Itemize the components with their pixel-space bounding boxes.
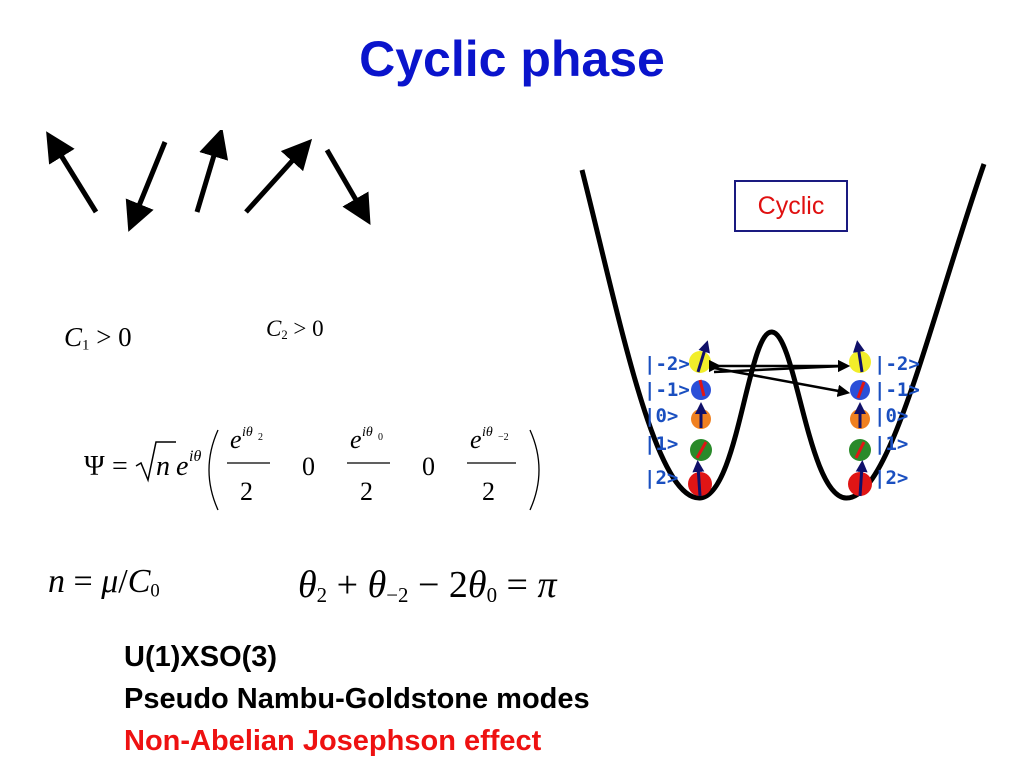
right-label-m1: |-1> <box>874 379 920 401</box>
left-spin-2 <box>692 460 705 497</box>
spin-arrow-2 <box>125 141 168 232</box>
left-label-1: |1> <box>644 433 678 455</box>
density-equation: n = μ/C0 <box>48 563 160 603</box>
theta-2-sub: 2 <box>316 583 328 608</box>
left-label-m1: |-1> <box>644 379 690 401</box>
josephson-line: Non-Abelian Josephson effect <box>124 725 542 757</box>
left-label-m2: |-2> <box>644 353 690 375</box>
theta-0: θ <box>467 564 487 606</box>
left-well-states <box>688 340 712 497</box>
double-well-diagram: |-2> |-1> |0> |1> |2> |-2> |-1> |0> |1> … <box>579 163 987 501</box>
c0-symbol: C <box>127 563 151 600</box>
entry-2-value: 0 <box>302 452 315 481</box>
entry-3-den: 2 <box>360 477 373 506</box>
c1-symbol: C <box>64 322 83 352</box>
density-lhs: n <box>48 563 65 600</box>
spin-arrow-1 <box>46 131 99 214</box>
theta-2: θ <box>298 564 317 606</box>
plus-sign: + <box>327 564 368 606</box>
phase-exponent: iθ <box>189 448 201 465</box>
goldstone-line: Pseudo Nambu-Goldstone modes <box>124 683 590 715</box>
slash: / <box>118 563 128 600</box>
left-spin-1 <box>695 441 708 459</box>
c1-condition: C1 > 0 <box>64 322 132 355</box>
phase-constraint-equation: θ2 + θ−2 − 2θ0 = π <box>298 563 557 608</box>
theta-m2-sub: −2 <box>386 583 409 608</box>
spin-arrow-3 <box>194 130 229 213</box>
tunnel-arrow-cross <box>713 364 845 374</box>
theta-m2: θ <box>367 564 387 606</box>
right-spin-1 <box>854 441 866 459</box>
c2-condition: C2 > 0 <box>266 316 324 343</box>
slide-title: Cyclic phase <box>359 31 665 87</box>
entry-3-exp-sub: 0 <box>378 432 383 443</box>
psi-symbol: Ψ <box>84 451 105 482</box>
c2-relation: > 0 <box>287 316 324 341</box>
pi-symbol: π <box>537 564 557 606</box>
right-label-1: |1> <box>874 433 908 455</box>
right-spin-2 <box>855 460 868 497</box>
bottom-text-block: U(1)XSO(3) Pseudo Nambu-Goldstone modes … <box>124 636 590 762</box>
entry-5-exp: iθ <box>482 425 493 440</box>
entry-5-num: e <box>470 425 482 454</box>
right-label-2: |2> <box>874 467 908 489</box>
entry-1-exp: iθ <box>242 425 253 440</box>
sqrt-sign <box>135 441 176 483</box>
phase-base: e <box>176 451 188 482</box>
sqrt-argument: n <box>156 451 170 482</box>
right-label-m2: |-2> <box>874 353 920 375</box>
c2-symbol: C <box>266 316 282 341</box>
cyclic-label-box: Cyclic <box>734 180 848 232</box>
symmetry-line: U(1)XSO(3) <box>124 641 278 673</box>
order-parameter-equation: Ψ = n e iθ e iθ 2 2 0 e iθ 0 2 0 e iθ −2… <box>84 425 540 511</box>
left-label-2: |2> <box>644 467 678 489</box>
potential-curve <box>579 163 987 501</box>
left-spin-m2 <box>696 340 710 373</box>
entry-5-den: 2 <box>482 477 495 506</box>
right-spin-m2 <box>852 340 865 373</box>
c2-subscript: 2 <box>281 328 288 343</box>
spin-arrows <box>46 130 371 232</box>
entry-1-num: e <box>230 425 242 454</box>
spin-arrow-4 <box>244 138 313 214</box>
entry-5-exp-sub: −2 <box>498 432 509 443</box>
c1-relation: > 0 <box>89 322 132 352</box>
entry-4-value: 0 <box>422 452 435 481</box>
right-well-states <box>848 340 872 497</box>
theta-eq: = <box>497 564 538 606</box>
left-paren <box>208 429 219 511</box>
right-paren <box>529 429 540 511</box>
mu-symbol: μ <box>101 563 119 600</box>
psi-equals: = <box>112 451 128 482</box>
entry-3-num: e <box>350 425 362 454</box>
right-label-0: |0> <box>874 405 908 427</box>
minus-two: − 2 <box>408 564 468 606</box>
c1-subscript: 1 <box>82 337 90 354</box>
density-eq: = <box>65 563 102 600</box>
entry-1-exp-sub: 2 <box>258 432 263 443</box>
entry-1-den: 2 <box>240 477 253 506</box>
left-label-0: |0> <box>644 405 678 427</box>
left-spin-m1 <box>698 379 706 397</box>
right-spin-m1 <box>856 381 866 399</box>
c0-subscript: 0 <box>150 580 160 602</box>
theta-0-sub: 0 <box>486 583 498 608</box>
entry-3-exp: iθ <box>362 425 373 440</box>
spin-arrow-5 <box>324 148 371 225</box>
